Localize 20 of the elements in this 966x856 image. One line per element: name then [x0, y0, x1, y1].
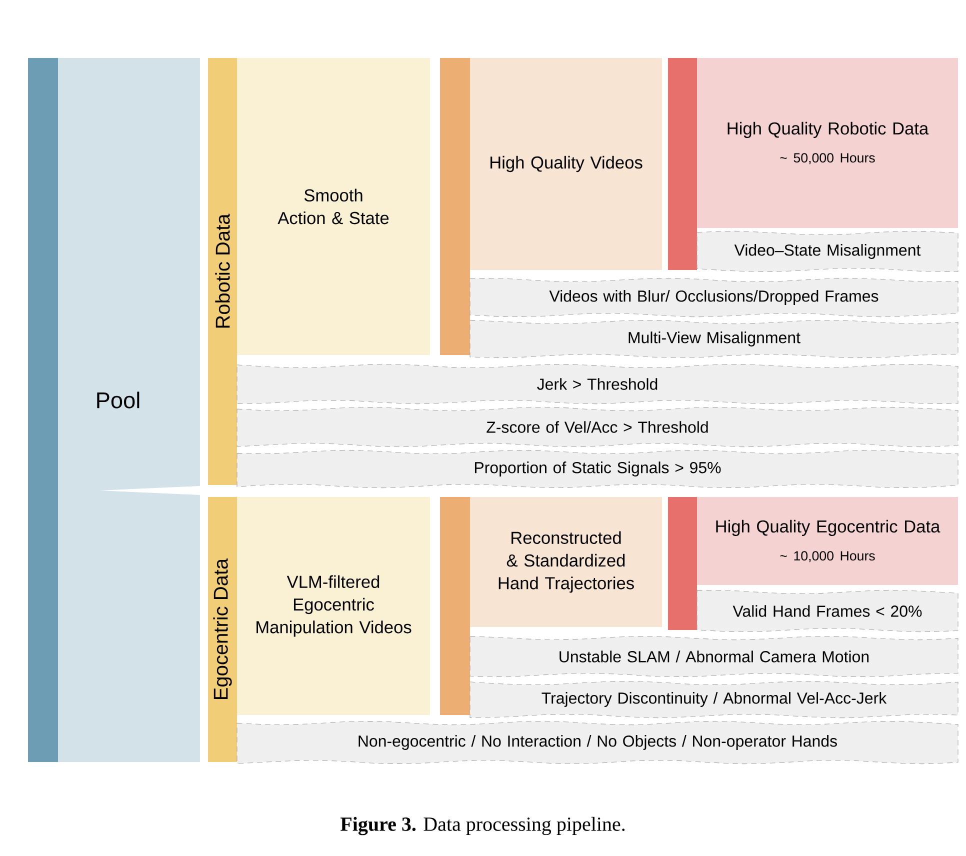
- stage-box: High Quality Robotic Data ~ 50,000 Hours: [697, 58, 958, 228]
- filter-band: Z-score of Vel/Acc > Threshold: [236, 406, 958, 448]
- filter-band: Videos with Blur/ Occlusions/Dropped Frames: [470, 278, 958, 318]
- filter-band: Non-egocentric / No Interaction / No Objects / Non-operator Hands: [236, 720, 958, 764]
- stage-box: High Quality Egocentric Data ~ 10,000 Hours: [697, 497, 958, 585]
- pool-panel: Pool: [28, 58, 200, 762]
- filter-band: Multi-View Misalignment: [470, 320, 958, 358]
- stage-box: High Quality Videos: [470, 58, 662, 270]
- stage-box: Smooth Action & State: [237, 58, 430, 355]
- filter-band: Trajectory Discontinuity / Abnormal Vel-Acc-Jerk: [470, 680, 958, 718]
- filter-band: Jerk > Threshold: [236, 364, 958, 404]
- filter-band: Unstable SLAM / Abnormal Camera Motion: [470, 636, 958, 677]
- filter-band: Video–State Misalignment: [696, 230, 958, 272]
- category-bar: Robotic Data: [208, 58, 237, 485]
- stage-box: Reconstructed & Standardized Hand Trajectories: [470, 497, 662, 627]
- category-bar: Egocentric Data: [208, 497, 237, 762]
- filter-band: Proportion of Static Signals > 95%: [236, 450, 958, 488]
- caption: Figure 3. Data processing pipeline.: [340, 816, 625, 836]
- stage-box: VLM-filtered Egocentric Manipulation Videos: [237, 497, 430, 715]
- filter-band: Valid Hand Frames < 20%: [696, 590, 958, 632]
